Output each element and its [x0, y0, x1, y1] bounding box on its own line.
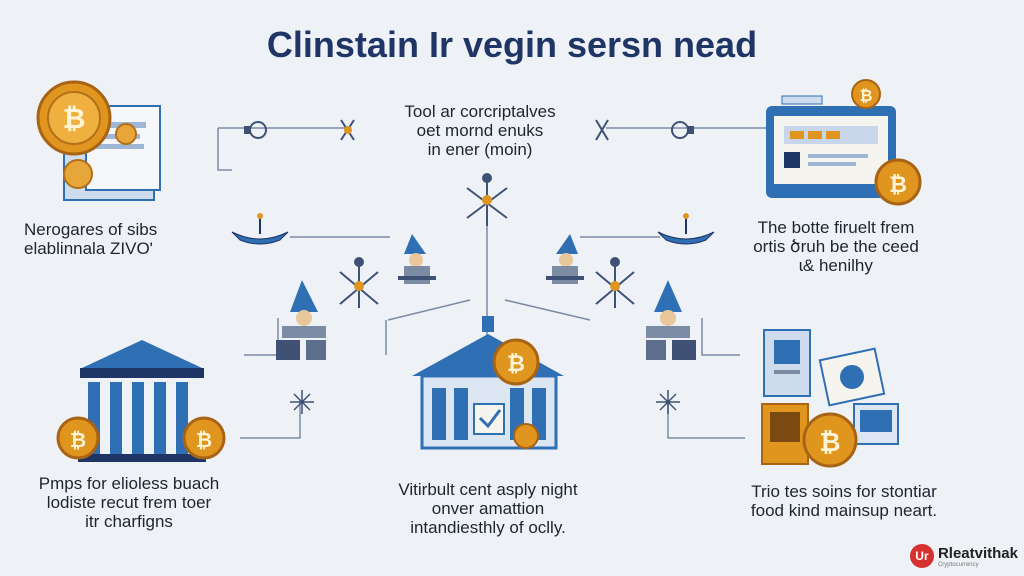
- brand-text: Rleatvithak Cryptocurrency: [934, 545, 1018, 568]
- connector-gadget-icon: [595, 119, 694, 141]
- caption-line: Pmps for elioless buach: [38, 474, 220, 493]
- wizard-desk-icon: [276, 280, 326, 360]
- wizard-figure-icon: [546, 234, 584, 284]
- caption-bottom-right: Trio tes soins for stontiar food kind ma…: [724, 482, 964, 520]
- wizard-desk-icon: [646, 280, 696, 360]
- caption-line: food kind mainsup neart.: [750, 501, 938, 520]
- svg-text:₿: ₿: [63, 102, 86, 135]
- connector-gadget-icon: [244, 119, 355, 141]
- caption-mid-left: Nerogares of sibs elablinnala ZIVO': [24, 220, 214, 258]
- caption-line: in ener (moin): [427, 140, 533, 159]
- caption-line: oet mornd enuks: [416, 121, 544, 140]
- caption-top-center: Tool ar corcriptalves oet mornd enuks in…: [380, 102, 580, 159]
- svg-text:₿: ₿: [819, 428, 840, 458]
- page-title: Clinstain Ir vegin sersn nead: [266, 24, 758, 65]
- caption-line: Nerogares of sibs: [24, 220, 158, 239]
- devices-coin-icon: ₿: [761, 329, 899, 468]
- network-node-icon: [466, 173, 508, 226]
- brand-watermark: Ur Rleatvithak Cryptocurrency: [909, 544, 1018, 568]
- caption-line: lodiste recut frem toer: [46, 493, 212, 512]
- bank-coin-icon: ₿: [412, 316, 564, 450]
- caption-bottom-left: Pmps for elioless buach lodiste recut fr…: [14, 474, 244, 531]
- network-node-icon: [595, 257, 635, 308]
- caption-line: onver amattion: [431, 499, 545, 518]
- boat-icon: [657, 213, 715, 245]
- caption-line: Vitirbult cent asply night: [398, 480, 578, 499]
- bank-building-icon: ₿ ₿: [56, 340, 226, 462]
- sparkle-icon: [290, 390, 314, 414]
- caption-line: elablinnala ZIVO': [24, 239, 153, 258]
- caption-line: ɩ& henilhy: [799, 256, 873, 275]
- svg-text:₿: ₿: [889, 173, 907, 198]
- boat-icon: [231, 213, 289, 245]
- caption-line: The botte firuelt frem: [757, 218, 915, 237]
- svg-text:₿: ₿: [196, 428, 212, 452]
- wizard-figure-icon: [398, 234, 436, 284]
- svg-text:₿: ₿: [859, 86, 872, 105]
- brand-name: Rleatvithak: [937, 544, 1018, 562]
- caption-mid-right: The botte firuelt frem ortis ծruh be the…: [736, 218, 936, 275]
- caption-line: itr charfigns: [85, 512, 173, 531]
- document-coin-icon: ₿: [36, 80, 161, 201]
- caption-bottom-center: Vitirbult cent asply night onver amattio…: [368, 480, 608, 537]
- network-node-icon: [339, 257, 379, 308]
- caption-line: ortis ծruh be the ceed: [753, 237, 919, 256]
- laptop-coin-icon: ₿ ₿: [766, 79, 922, 206]
- brand-subtitle: Cryptocurrency: [937, 561, 979, 568]
- caption-line: Tool ar corcriptalves: [404, 102, 556, 121]
- svg-text:₿: ₿: [70, 428, 86, 452]
- sparkle-icon: [656, 390, 680, 414]
- caption-line: Trio tes soins for stontiar: [751, 482, 937, 501]
- svg-text:₿: ₿: [507, 352, 525, 377]
- brand-logo-icon: Ur: [909, 544, 934, 568]
- caption-line: intandiesthly of oclly.: [410, 518, 566, 537]
